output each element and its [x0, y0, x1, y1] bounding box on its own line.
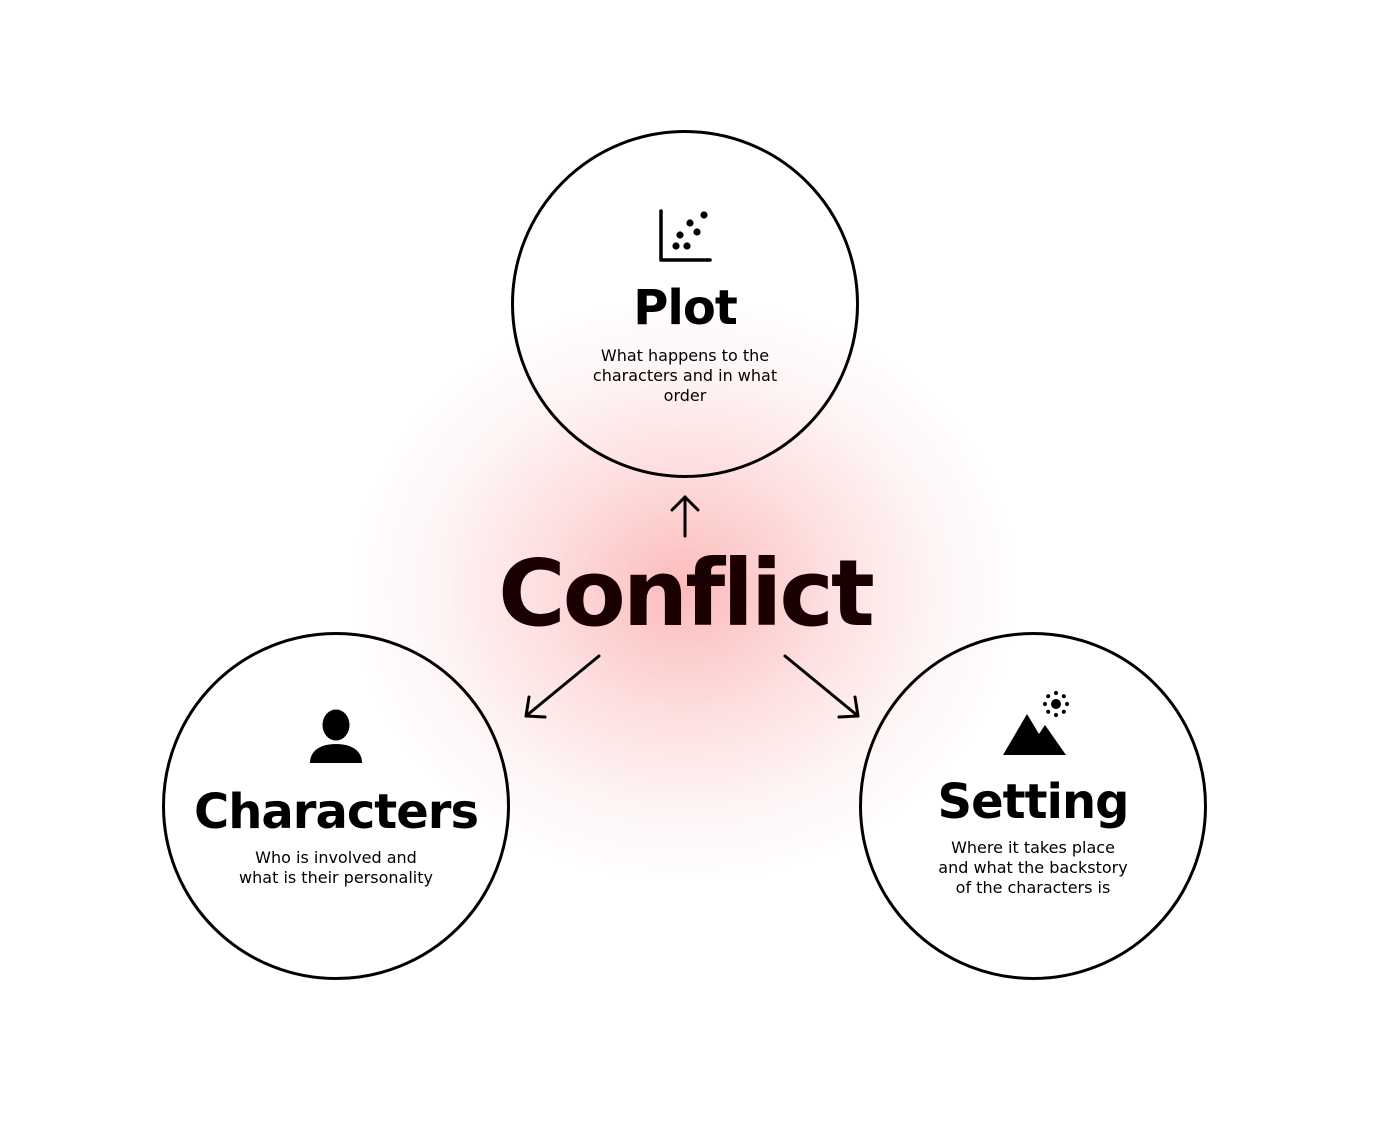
- plot-node-circle: [511, 130, 859, 478]
- center-title: Conflict: [498, 540, 875, 647]
- characters-node-circle: [162, 632, 510, 980]
- plot-title: Plot: [633, 280, 738, 336]
- setting-title: Setting: [937, 774, 1130, 830]
- arrow-to-plot: [670, 495, 700, 538]
- mountain-sun-icon: [1003, 691, 1069, 755]
- setting-description: Where it takes place and what the backst…: [938, 838, 1128, 897]
- plot-description: What happens to the characters and in wh…: [592, 346, 778, 405]
- scatter-chart-icon: [659, 209, 712, 262]
- setting-node-circle: [859, 632, 1207, 980]
- characters-description: Who is involved and what is their person…: [239, 848, 433, 887]
- arrow-to-characters: [524, 654, 601, 719]
- characters-title: Characters: [193, 784, 479, 840]
- arrow-to-setting: [783, 654, 860, 719]
- person-icon: [310, 709, 362, 763]
